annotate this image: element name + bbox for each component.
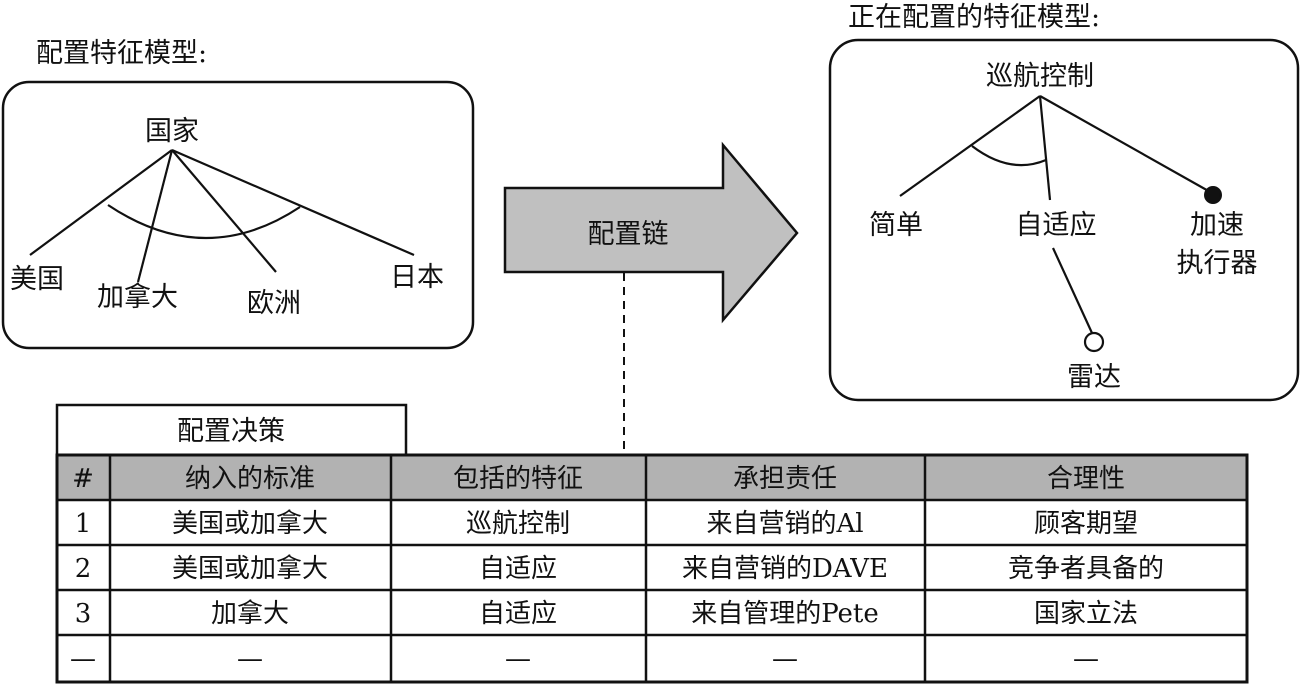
table-cell: 来自营销的DAVE: [682, 554, 888, 584]
table-cell: 美国或加拿大: [172, 509, 328, 539]
table-cell: 美国或加拿大: [172, 554, 328, 584]
right-root-node: 巡航控制: [986, 61, 1094, 92]
edge-to-usa: [29, 149, 173, 256]
right-child-accelerator-line2: 执行器: [1177, 248, 1258, 279]
table-cell: —: [772, 644, 798, 674]
left-root-node: 国家: [145, 116, 199, 147]
right-child-simple: 简单: [869, 210, 923, 241]
header-cell-criteria: 纳入的标准: [185, 464, 315, 494]
left-model-box: [1, 80, 475, 350]
arrow-label: 配置链: [588, 219, 669, 250]
right-child-adaptive: 自适应: [1016, 210, 1097, 241]
table-cell: 巡航控制: [466, 509, 570, 539]
table-header-row: [57, 455, 1247, 500]
table-cell: 3: [75, 599, 92, 629]
left-child-japan: 日本: [390, 262, 444, 293]
table-cell: 来自管理的Pete: [691, 599, 879, 629]
table-cell: —: [70, 644, 96, 674]
left-child-canada: 加拿大: [97, 282, 178, 313]
header-cell-features: 包括的特征: [453, 464, 583, 494]
left-model-caption: 配置特征模型:: [36, 38, 207, 69]
optional-feature-circle: [1083, 331, 1105, 353]
right-child-accelerator-line1: 加速: [1190, 210, 1244, 241]
table-cell: 自适应: [479, 599, 557, 629]
table-cell: —: [1073, 644, 1099, 674]
table-cell: 顾客期望: [1034, 509, 1138, 539]
table-cell: 1: [75, 509, 92, 539]
right-model-box: [828, 38, 1300, 402]
alternative-group-arc: [107, 204, 301, 240]
decision-table-title: 配置决策: [177, 416, 285, 447]
right-model-caption: 正在配置的特征模型:: [848, 2, 1100, 33]
left-child-usa: 美国: [10, 264, 64, 295]
table-cell: —: [237, 644, 263, 674]
edge-to-europe: [171, 149, 277, 273]
mandatory-feature-dot: [1204, 186, 1222, 204]
table-cell: 国家立法: [1034, 599, 1138, 629]
table-cell: 竞争者具备的: [1008, 554, 1164, 584]
table-cell: 加拿大: [211, 599, 289, 629]
table-cell: 2: [75, 554, 92, 584]
edge-to-radar: [1052, 247, 1093, 334]
right-child-radar: 雷达: [1067, 362, 1121, 393]
left-child-europe: 欧洲: [247, 288, 301, 319]
edge-to-japan: [171, 148, 415, 257]
table-cell: —: [505, 644, 531, 674]
edge-to-accelerator: [1039, 95, 1213, 194]
right-alternative-arc: [971, 145, 1047, 167]
edge-to-canada: [136, 149, 174, 283]
table-cell: 自适应: [479, 554, 557, 584]
decision-table-frame: [55, 453, 1249, 684]
edge-to-adaptive: [1038, 95, 1052, 201]
header-cell-responsibility: 承担责任: [733, 464, 837, 494]
edge-to-simple: [899, 95, 1041, 197]
configuration-chain-arrow: [503, 141, 799, 324]
header-cell-number: #: [72, 464, 94, 494]
table-cell: 来自营销的Al: [706, 509, 863, 539]
header-cell-rationale: 合理性: [1047, 464, 1125, 494]
